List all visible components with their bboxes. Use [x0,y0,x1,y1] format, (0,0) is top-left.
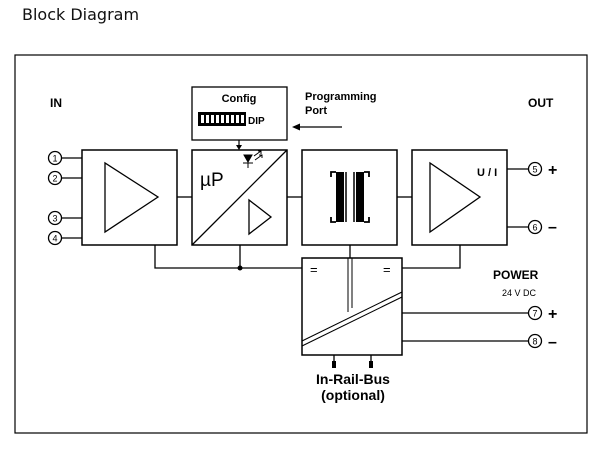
amplifier-triangle-icon [104,161,160,234]
output-triangle-icon [429,161,482,234]
power-label: POWER [493,268,539,282]
transformer-icon [330,171,370,223]
terminal-6-label: 6 [532,223,537,233]
in-label: IN [50,96,62,110]
power-distribution-lines [154,245,461,269]
terminal-1 [47,150,63,166]
diagonal-divider [191,149,288,246]
out-plus-sign: + [548,162,557,179]
junction-dot [237,265,243,271]
dip-switch-icon [198,112,246,126]
config-label: Config [222,93,257,105]
terminal-5 [527,161,543,177]
microprocessor-label: µP [200,170,224,191]
page-title: Block Diagram [22,5,140,24]
power-plus-sign: + [548,306,557,323]
terminal-3 [47,210,63,226]
small-triangle-icon [248,198,273,236]
programming-port-label-line1: Programming [305,91,377,103]
isolation-block [301,149,398,246]
rail-connector [332,361,336,368]
power-equals-left: = [310,262,318,277]
rail-connector [369,361,373,368]
terminal-7-label: 7 [532,309,537,319]
programming-port-label-line2: Port [305,105,327,117]
terminal-2 [47,170,63,186]
input-amplifier-block [81,149,178,246]
ui-label: U / I [477,167,497,179]
in-rail-bus-label: In-Rail-Bus [316,371,390,387]
in-rail-bus-optional-label: (optional) [321,387,385,403]
out-label: OUT [528,96,554,110]
led-icon [243,150,263,168]
terminal-2-label: 2 [52,174,57,184]
power-minus-sign: – [548,334,557,351]
terminal-3-label: 3 [52,214,57,224]
diagram-frame [14,54,588,434]
programming-arrowhead-icon [292,123,300,131]
input-terminals [47,150,82,246]
terminal-4-label: 4 [52,234,57,244]
dip-label: DIP [248,116,265,127]
terminal-4 [47,230,63,246]
terminal-6 [527,219,543,235]
terminal-8 [527,333,543,349]
power-equals-right: = [383,262,391,277]
terminal-8-label: 8 [532,337,537,347]
terminal-5-label: 5 [532,165,537,175]
terminal-7 [527,305,543,321]
out-minus-sign: – [548,219,557,236]
power-voltage-label: 24 V DC [502,288,537,298]
output-amplifier-block [411,149,508,246]
terminal-1-label: 1 [52,154,57,164]
config-arrowhead-icon [236,145,242,150]
